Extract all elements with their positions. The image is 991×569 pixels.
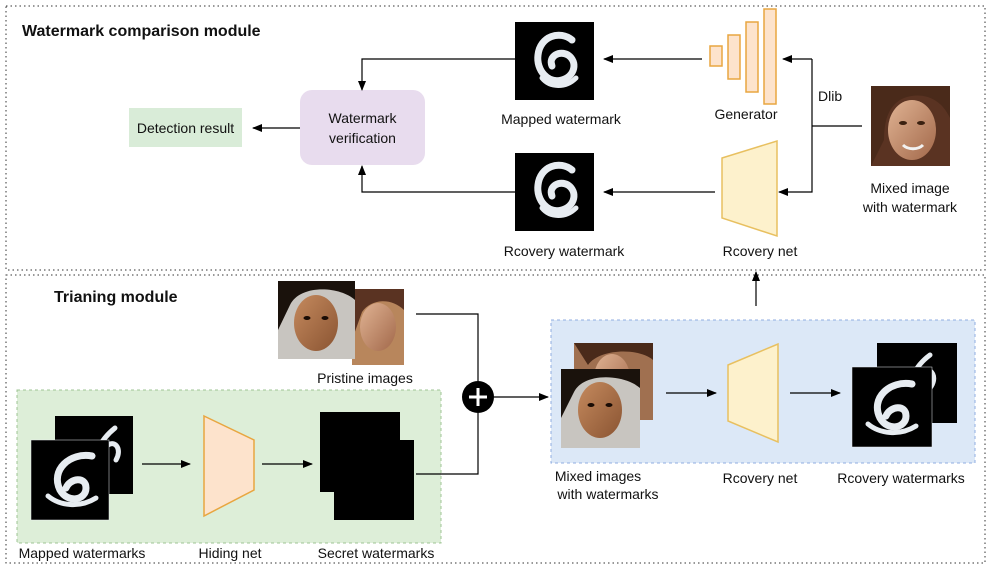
dlib-label: Dlib [818, 88, 842, 104]
hiding-net-shape [203, 414, 255, 518]
pristine-images-label: Pristine images [317, 370, 413, 386]
verification-label-line1: Watermark [329, 110, 398, 126]
mapped-watermark-image [515, 22, 594, 100]
secret-watermarks-stack [320, 412, 414, 520]
training-arrows [142, 313, 841, 475]
detection-result-label: Detection result [137, 120, 234, 136]
recovery-watermarks-stack [851, 343, 957, 448]
comparison-arrows [252, 55, 862, 306]
mixed-images-stack [561, 343, 653, 448]
mixed-images-label-line1: Mixed images [555, 468, 641, 484]
recovery-net-label: Rcovery net [723, 243, 798, 259]
recovery-watermarks-label: Rcovery watermarks [837, 470, 965, 486]
training-recovery-net-label: Rcovery net [723, 470, 798, 486]
hiding-net-label: Hiding net [198, 545, 261, 561]
mapped-watermark-label: Mapped watermark [501, 111, 622, 127]
training-recovery-net-shape [727, 342, 779, 444]
generator-label: Generator [714, 106, 777, 122]
pristine-images [278, 281, 404, 365]
mapped-watermarks-stack [30, 416, 133, 521]
add-operator [462, 381, 494, 413]
comparison-module-frame [5, 5, 986, 271]
secret-watermarks-label: Secret watermarks [318, 545, 435, 561]
mapped-watermarks-label: Mapped watermarks [19, 545, 146, 561]
mixed-images-label-line2: with watermarks [556, 486, 658, 502]
detection-result-box [129, 108, 242, 147]
generator-network [709, 8, 777, 105]
mixed-image-label-line2: with watermark [862, 199, 958, 215]
recovery-watermark-label: Rcovery watermark [504, 243, 626, 259]
training-module-frame [5, 274, 986, 564]
watermark-verification-box [300, 90, 425, 165]
mixed-image-label-line1: Mixed image [870, 180, 950, 196]
mixed-image-face [871, 86, 950, 166]
verification-label-line2: verification [329, 130, 396, 146]
comparison-module-title: Watermark comparison module [22, 23, 261, 40]
recovery-watermark-image [515, 153, 594, 231]
recovery-net-shape [721, 139, 778, 238]
training-module-title: Trianing module [54, 289, 178, 306]
